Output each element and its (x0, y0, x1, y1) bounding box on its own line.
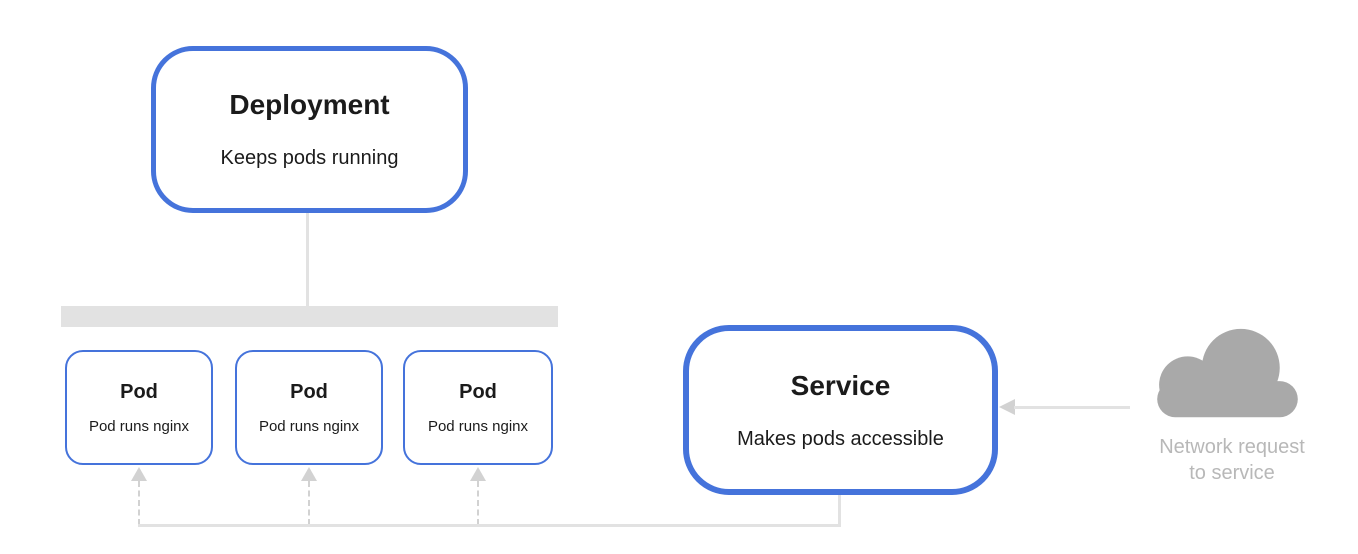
pod-node-3: Pod Pod runs nginx (403, 350, 553, 465)
arrow-left-icon (999, 399, 1015, 415)
deployment-subtitle: Keeps pods running (220, 147, 399, 169)
replicaset-bar (61, 306, 558, 327)
cloud-to-service-connector (1014, 406, 1130, 409)
service-to-pod2-dashed-connector (308, 481, 310, 525)
pod-node-2: Pod Pod runs nginx (235, 350, 383, 465)
network-request-line2: to service (1189, 462, 1275, 484)
network-request-line1: Network request (1159, 436, 1305, 458)
service-subtitle: Makes pods accessible (737, 427, 944, 450)
service-to-pods-connector-vertical (838, 495, 841, 527)
cloud-icon (1150, 326, 1305, 421)
pod-node-1: Pod Pod runs nginx (65, 350, 213, 465)
deployment-node: Deployment Keeps pods running (151, 46, 468, 213)
pod-title: Pod (290, 380, 328, 403)
pod-subtitle: Pod runs nginx (88, 417, 190, 435)
pod-title: Pod (120, 380, 158, 403)
pod-subtitle: Pod runs nginx (427, 417, 529, 435)
service-to-pod1-dashed-connector (138, 481, 140, 525)
service-to-pod3-dashed-connector (477, 481, 479, 525)
service-title: Service (790, 369, 891, 401)
deployment-title: Deployment (229, 89, 390, 120)
arrow-up-icon (301, 467, 317, 481)
service-to-pods-connector-horizontal (138, 524, 841, 527)
deployment-to-bar-connector (306, 213, 309, 306)
arrow-up-icon (470, 467, 486, 481)
network-request-label: Network request to service (1137, 434, 1327, 486)
service-node: Service Makes pods accessible (683, 325, 998, 495)
arrow-up-icon (131, 467, 147, 481)
pod-title: Pod (459, 380, 497, 403)
pod-subtitle: Pod runs nginx (258, 417, 360, 435)
